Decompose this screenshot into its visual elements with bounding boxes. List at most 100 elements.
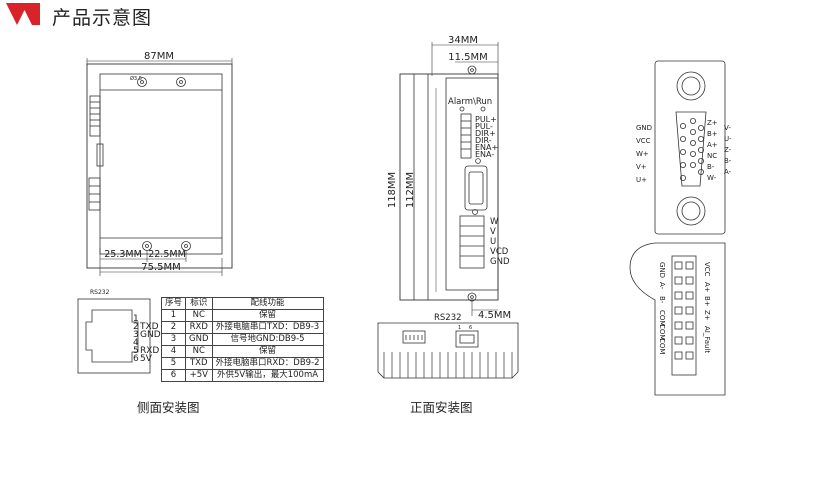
enc-left-com-3: COM: [658, 338, 666, 354]
db15-right-v-minus: V-: [724, 124, 731, 132]
cell-label: TXD: [185, 357, 213, 370]
encoder-pin-hole: [674, 306, 683, 315]
db15-pin-hole: [680, 174, 687, 181]
db15-pin-hole: [690, 128, 697, 135]
encoder-pin-hole: [674, 321, 683, 330]
db15-pin-hole: [680, 161, 687, 168]
enc-left-gnd: GND: [658, 262, 666, 278]
front-pin-dir-plus: DIR+: [475, 129, 496, 138]
enc-left-com-1: COM: [658, 310, 666, 326]
encoder-pin-hole: [685, 336, 694, 345]
encoder-pin-hole: [674, 261, 683, 270]
db15-connector: GND VCC W+ V+ U+ Z+ B+ A+ NC B- W- V- U-…: [636, 60, 732, 235]
cell-function: 保留: [211, 309, 324, 322]
front-dim-bottom: 4.5MM: [478, 310, 511, 321]
db15-pin-hole: [680, 148, 687, 155]
rs232-label-rxd: RXD: [140, 346, 159, 356]
header-red-mark-icon: [6, 3, 40, 25]
db15-pin-hole: [698, 125, 705, 132]
encoder-pin-hole: [685, 351, 694, 360]
front-pin-vcd: VCD: [490, 247, 509, 257]
encoder-pin-hole: [674, 336, 683, 345]
db15-left-u-plus: U+: [636, 176, 647, 184]
cell-index: 4: [160, 345, 187, 358]
cell-function: 外接电脑串口RXD：DB9-2: [211, 357, 324, 370]
cell-function: 外供5V输出，最大100mA: [211, 369, 324, 382]
front-pin-gnd: GND: [490, 257, 510, 267]
db15-pin-hole: [698, 157, 705, 164]
side-outer-body: [86, 63, 233, 269]
cell-label: NC: [185, 345, 213, 358]
rs232-pin-4: 4: [133, 338, 139, 348]
rs232-pin-3: 3: [133, 330, 139, 340]
db15-mid-w-minus: W-: [707, 174, 717, 182]
bottom-view: RS232 1 6: [377, 313, 519, 379]
front-pin-pul-plus: PUL+: [475, 115, 497, 124]
bottom-pin-1: 1: [458, 325, 461, 331]
encoder-pin-hole: [685, 291, 694, 300]
front-dim-height-outer: 118MM: [387, 172, 398, 208]
front-indicator-label: Alarm\Run: [448, 97, 492, 107]
rs232-pin-6: 6: [133, 354, 139, 364]
col-function: 配线功能: [211, 297, 324, 310]
rs232-connector: RS232 1 2 3 4 5 6 TXD GND RXD 5V: [77, 289, 161, 374]
front-pin-u: U: [490, 237, 496, 247]
col-label: 标识: [185, 297, 213, 310]
encoder-pin-hole: [685, 306, 694, 315]
rs232-pin-5: 5: [133, 346, 139, 356]
db15-mid-a-plus: A+: [707, 141, 718, 149]
rs232-pin-1: 1: [133, 314, 139, 324]
rs232-label-gnd: GND: [140, 330, 161, 340]
enc-right-a-plus: A+: [703, 282, 711, 293]
encoder-pin-hole: [674, 351, 683, 360]
side-hole-label: Ø3.5: [130, 75, 142, 82]
db15-left-gnd: GND: [636, 124, 652, 132]
db15-left-vcc: VCC: [636, 137, 651, 145]
side-view: 87MM Ø3.5 25.3MM 22.5MM 75.5MM: [86, 51, 233, 276]
enc-right-z-plus: Z+: [703, 310, 711, 321]
side-dim-inner: 25.3MM: [104, 249, 142, 260]
enc-left-b-minus: B-: [658, 296, 666, 304]
db15-left-v-plus: V+: [636, 163, 647, 171]
db15-pin-hole: [680, 135, 687, 142]
front-pin-v: V: [490, 227, 496, 237]
front-dim-offset: 11.5MM: [448, 52, 488, 63]
db15-pin-hole: [680, 123, 687, 130]
db15-right-u-minus: U-: [724, 135, 732, 143]
cell-label: NC: [185, 309, 213, 322]
front-pin-ena-plus: ENA+: [475, 143, 498, 152]
rs232-label-5v: 5V: [140, 354, 153, 364]
cell-label: GND: [185, 333, 213, 346]
front-pin-dir-minus: DIR-: [475, 136, 492, 145]
enc-right-ai-fault: AI_Fault: [703, 326, 711, 353]
rs232-pin-2: 2: [133, 322, 139, 332]
side-view-caption: 侧面安装图: [137, 400, 200, 415]
db15-pin-hole: [690, 161, 697, 168]
cell-index: 6: [160, 369, 187, 382]
page-title: 产品示意图: [52, 7, 153, 29]
cell-index: 1: [160, 309, 187, 322]
bottom-pin-6: 6: [469, 325, 472, 331]
side-inner-plate: [99, 73, 223, 255]
rs232-title: RS232: [90, 289, 110, 296]
db15-right-a-minus: A-: [724, 168, 732, 176]
encoder-pin-hole: [685, 276, 694, 285]
enc-right-b-plus: B+: [703, 296, 711, 307]
side-dim-total: 75.5MM: [141, 262, 181, 273]
encoder-pin-hole: [674, 291, 683, 300]
db15-pin-hole: [690, 118, 697, 125]
cell-label: RXD: [185, 321, 213, 334]
cell-function: 信号地GND:DB9-5: [211, 333, 324, 346]
enc-left-com-2: COM: [658, 324, 666, 340]
front-dim-height-inner: 112MM: [405, 172, 416, 208]
db15-left-w-plus: W+: [636, 150, 649, 158]
db15-pin-hole: [690, 139, 697, 146]
db15-mid-b-plus: B+: [707, 130, 718, 138]
